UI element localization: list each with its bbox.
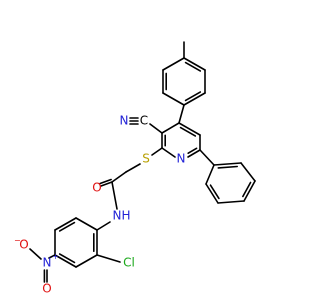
carbonyl-bond-second bbox=[99, 178, 112, 185]
nitrile-nitrogen-label: N bbox=[120, 114, 129, 128]
nitro-oxygen-single-label: O bbox=[19, 238, 28, 252]
nitro-nitrogen-charge: + bbox=[52, 252, 59, 261]
amide-nitrogen-label: N bbox=[113, 209, 122, 223]
pyridine-bond-1 bbox=[178, 122, 201, 136]
pyridine-phenyl-bond bbox=[199, 149, 215, 166]
anilide-bond bbox=[96, 221, 111, 231]
sulfur-methylene-bond bbox=[125, 163, 141, 173]
nitrile-carbon-label: C bbox=[140, 114, 148, 128]
phenyl-bond-4 bbox=[217, 200, 245, 204]
tolyl-bond-1-second bbox=[184, 61, 202, 72]
chlorine-label: Cl bbox=[123, 256, 135, 270]
phenyl-bond-5-second bbox=[209, 184, 220, 200]
aryl-bond-3 bbox=[54, 254, 77, 268]
phenyl-bond-5 bbox=[205, 183, 219, 204]
tolyl-bond-4 bbox=[162, 92, 185, 106]
phenyl-bond-2 bbox=[240, 162, 256, 182]
chemical-structure: N C S N O N H Cl N + O O − bbox=[14, 41, 256, 296]
methylene-carbonyl-bond bbox=[111, 171, 127, 183]
amide-hydrogen-label: H bbox=[121, 209, 130, 223]
aryl-bond-6 bbox=[75, 217, 98, 231]
carbonyl-bond bbox=[100, 181, 113, 187]
nitro-nitrogen-label: N bbox=[43, 256, 52, 270]
aryl-bond-2 bbox=[75, 254, 98, 268]
pyridine-nitrogen-label: N bbox=[177, 152, 186, 166]
amide-bond bbox=[111, 181, 118, 210]
tolyl-bond-6 bbox=[162, 57, 185, 71]
phenyl-bond-1 bbox=[213, 162, 242, 166]
pyridine-bond-1-second bbox=[179, 126, 197, 137]
nitro-attach-bond bbox=[48, 254, 56, 259]
aryl-bond-5 bbox=[54, 217, 77, 231]
tolyl-bond-3 bbox=[183, 92, 206, 106]
phenyl-bond-6 bbox=[205, 164, 215, 185]
nitrile-connector-bond bbox=[149, 123, 163, 134]
pyridine-bond-3 bbox=[187, 149, 201, 158]
sulfur-label: S bbox=[142, 152, 150, 166]
nitro-single-bond bbox=[29, 248, 42, 260]
aryl-bond-5-second bbox=[58, 221, 76, 232]
pyridine-bond-4 bbox=[161, 147, 176, 158]
pyridine-bond-6 bbox=[161, 122, 180, 134]
sulfur-ring-bond bbox=[151, 147, 163, 156]
tolyl-pyridine-bond bbox=[178, 104, 185, 124]
bond-lines bbox=[29, 41, 256, 283]
phenyl-bond-3-second bbox=[242, 181, 252, 198]
pyridine-bond-3-second bbox=[187, 147, 198, 154]
chlorine-bond bbox=[96, 254, 121, 263]
aryl-bond-3-second bbox=[58, 253, 76, 264]
nitro-oxygen-double-label: O bbox=[42, 282, 51, 296]
phenyl-bond-1-second bbox=[217, 165, 238, 169]
phenyl-bond-3 bbox=[243, 180, 256, 202]
nitro-oxygen-charge: − bbox=[14, 236, 21, 245]
tolyl-bond-3-second bbox=[184, 91, 202, 102]
carbonyl-oxygen-label: O bbox=[92, 181, 101, 195]
tolyl-bond-1 bbox=[183, 57, 206, 71]
